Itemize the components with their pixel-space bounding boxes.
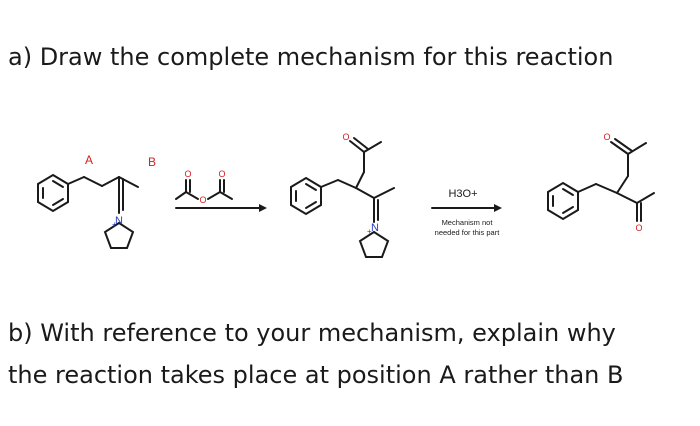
nitrogen-charge-2: +	[367, 227, 372, 236]
anhydride-oxygen-bridge: O	[199, 195, 206, 205]
question-b-line2: the reaction takes place at position A r…	[8, 361, 624, 389]
mechanism-note-line2: needed for this part	[435, 228, 501, 237]
nitrogen-label-2: N	[371, 222, 379, 234]
question-b-line1: b) With reference to your mechanism, exp…	[8, 319, 616, 347]
mechanism-note-line1: Mechanism not	[442, 218, 494, 227]
iminium-intermediate	[290, 137, 395, 258]
diketone-product	[547, 138, 655, 222]
enamine-starting-material	[37, 173, 139, 249]
iminium-carbonyl-oxygen: O	[342, 132, 349, 142]
question-a-text: a) Draw the complete mechanism for this …	[8, 43, 614, 71]
arrowhead-1	[259, 204, 267, 212]
arrowhead-2	[494, 204, 502, 212]
nitrogen-label-1: N	[115, 215, 123, 227]
position-label-a: A	[85, 153, 93, 167]
position-label-b: B	[148, 155, 156, 169]
h3o-plus-reagent: H3O+	[448, 188, 477, 200]
nitrogen-charge-1: +	[112, 220, 117, 229]
product-oxygen-1: O	[603, 132, 610, 142]
acetic-anhydride-reagent	[175, 179, 233, 200]
anhydride-oxygen-1: O	[184, 169, 191, 179]
product-oxygen-2: O	[635, 223, 642, 233]
anhydride-oxygen-2: O	[218, 169, 225, 179]
